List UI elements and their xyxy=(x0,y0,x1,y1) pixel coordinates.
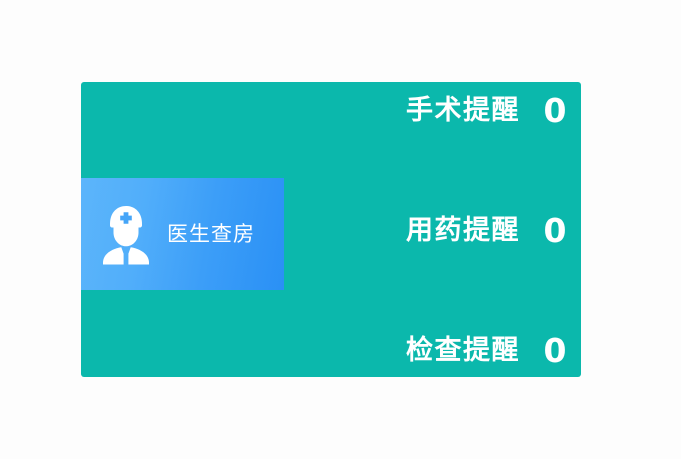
reminder-count: 0 xyxy=(543,330,567,370)
reminders-panel: 医生查房 手术提醒 0 用药提醒 0 检查提醒 0 xyxy=(81,82,581,377)
doctor-round-label: 医生查房 xyxy=(167,222,255,246)
reminder-row-medication[interactable]: 用药提醒 0 xyxy=(406,209,568,251)
reminder-label: 检查提醒 xyxy=(406,334,520,365)
doctor-round-tile[interactable]: 医生查房 xyxy=(81,178,284,290)
reminder-label: 用药提醒 xyxy=(406,214,520,245)
doctor-avatar-icon xyxy=(103,206,149,265)
reminder-label: 手术提醒 xyxy=(406,94,520,125)
reminder-count: 0 xyxy=(543,90,567,130)
reminder-list: 手术提醒 0 用药提醒 0 检查提醒 0 xyxy=(81,82,581,377)
reminder-row-examination[interactable]: 检查提醒 0 xyxy=(406,329,568,371)
reminder-count: 0 xyxy=(543,210,567,250)
reminder-row-surgery[interactable]: 手术提醒 0 xyxy=(406,89,568,131)
